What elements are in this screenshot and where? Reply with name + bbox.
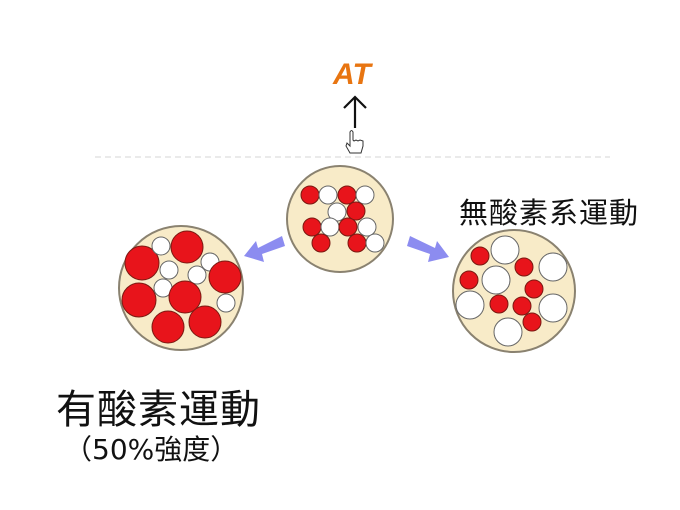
aerobic-intensity-label: （50%強度） (64, 433, 239, 466)
pointing-hand-icon (345, 130, 364, 154)
fiber-bundle-aerobic (118, 225, 244, 351)
fiber-bundle-at (286, 165, 394, 273)
up-arrow-icon (343, 95, 367, 128)
at-label: AT (333, 58, 371, 91)
anaerobic-exercise-label: 無酸素系運動 (459, 196, 640, 230)
fiber-bundle-anaerobic (452, 229, 576, 353)
transition-arrow-right (407, 236, 449, 262)
transition-arrow-left (244, 236, 285, 262)
aerobic-exercise-label: 有酸素運動 (56, 387, 261, 433)
